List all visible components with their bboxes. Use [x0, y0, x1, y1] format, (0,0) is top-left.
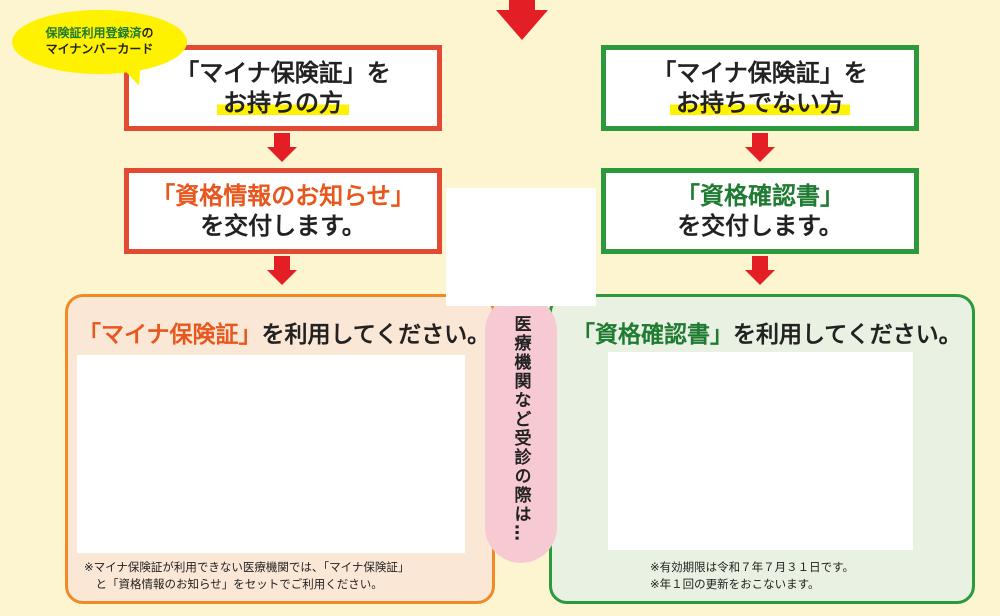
right-note-line2: ※年１回の更新をおこないます。 [650, 576, 820, 591]
issue-notice-line2: を交付します。 [200, 212, 366, 240]
qualification-certificate-issue-box: 「資格確認書」 を交付します。 [601, 168, 919, 254]
use-card-title-suffix: を利用してください。 [261, 322, 491, 348]
left-note-line1: ※マイナ保険証が利用できない医療機関では、「マイナ保険証」 [84, 560, 410, 574]
right-arrow-1-icon [745, 147, 775, 162]
right-arrow-2-stem [752, 256, 768, 270]
left-arrow-2-stem [274, 256, 290, 270]
right-note-line1: ※有効期限は令和７年７月３１日です。 [650, 560, 854, 574]
use-certificate-title: 「資格確認書」を利用してください。 [572, 315, 962, 349]
left-arrow-1-icon [267, 147, 297, 162]
use-card-title-highlight: 「マイナ保険証」 [78, 322, 262, 348]
issue-certificate-line2: を交付します。 [677, 212, 843, 240]
left-panel-image-area [77, 355, 465, 553]
issue-certificate-line1: 「資格確認書」 [676, 182, 844, 210]
center-white-area [446, 188, 596, 306]
has-card-line1: 「マイナ保険証」を [175, 59, 391, 87]
bubble-line2: マイナンバーカード [45, 42, 154, 56]
registered-card-bubble: 保険証利用登録済の マイナンバーカード [12, 10, 187, 74]
no-card-line2: お持ちでない方 [670, 89, 850, 117]
center-visit-text: 医療機関など受診の際は… [510, 315, 531, 543]
issue-notice-line1: 「資格情報のお知らせ」 [151, 182, 415, 210]
use-mynumber-card-title: 「マイナ保険証」を利用してください。 [78, 315, 490, 349]
left-note-line2: と「資格情報のお知らせ」をセットでご利用ください。 [84, 576, 383, 591]
right-arrow-1-stem [752, 133, 768, 147]
left-arrow-1-stem [274, 133, 290, 147]
right-panel-image-area [608, 352, 913, 550]
use-certificate-title-highlight: 「資格確認書」 [572, 322, 733, 348]
bubble-line1-suffix: の [141, 26, 154, 41]
top-arrow-stem [509, 0, 535, 10]
no-card-line1: 「マイナ保険証」を [652, 59, 868, 87]
left-panel-notes: ※マイナ保険証が利用できない医療機関では、「マイナ保険証」 と「資格情報のお知ら… [84, 559, 409, 592]
top-arrow-icon [496, 10, 548, 40]
has-card-line2: お持ちの方 [217, 89, 349, 117]
center-visit-pill: 医療機関など受診の際は… [485, 295, 557, 563]
use-certificate-title-suffix: を利用してください。 [733, 322, 962, 348]
right-arrow-2-icon [745, 270, 775, 285]
bubble-line1-registered: 保険証利用登録済 [45, 26, 142, 41]
left-arrow-2-icon [267, 270, 297, 285]
has-mynumber-card-box: 「マイナ保険証」を お持ちの方 [124, 45, 442, 131]
qualification-notice-issue-box: 「資格情報のお知らせ」 を交付します。 [124, 168, 442, 254]
right-panel-notes: ※有効期限は令和７年７月３１日です。 ※年１回の更新をおこないます。 [650, 559, 854, 592]
no-mynumber-card-box: 「マイナ保険証」を お持ちでない方 [601, 45, 919, 131]
